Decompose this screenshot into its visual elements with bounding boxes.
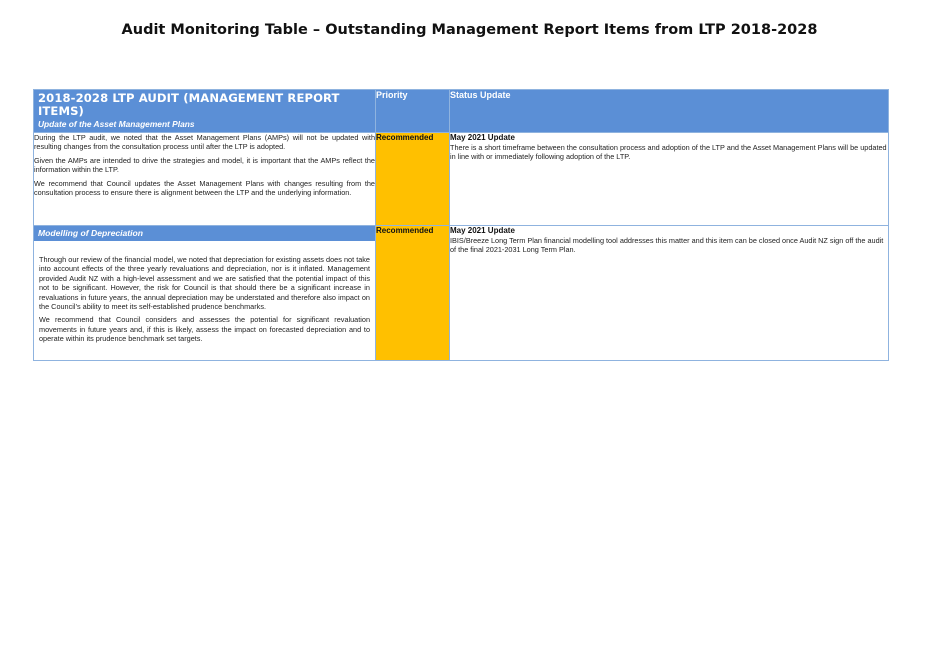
status-update: May 2021 Update IBIS/Breeze Long Term Pl… [449, 225, 889, 361]
status-update-text: IBIS/Breeze Long Term Plan financial mod… [450, 236, 884, 255]
page-title: Audit Monitoring Table – Outstanding Man… [121, 22, 818, 38]
item-description: During the LTP audit, we noted that the … [33, 132, 376, 226]
item-paragraph: Given the AMPs are intended to drive the… [34, 155, 375, 175]
item-paragraph: Through our review of the financial mode… [39, 255, 370, 312]
item-paragraph: During the LTP audit, we noted that the … [34, 133, 375, 152]
table-header-row: 2018-2028 LTP AUDIT (MANAGEMENT REPORT I… [33, 89, 889, 133]
status-update-title: May 2021 Update [450, 133, 515, 142]
status-update: May 2021 Update There is a short timefra… [449, 132, 889, 226]
item-heading-depreciation: Modelling of Depreciation [34, 226, 375, 241]
banner-cell: 2018-2028 LTP AUDIT (MANAGEMENT REPORT I… [33, 89, 376, 133]
column-header-status: Status Update [449, 89, 889, 133]
status-header-label: Status Update [450, 90, 511, 100]
item-paragraph: We recommend that Council considers and … [39, 315, 370, 344]
priority-badge: Recommended [375, 225, 450, 361]
audit-monitoring-table: 2018-2028 LTP AUDIT (MANAGEMENT REPORT I… [33, 89, 889, 361]
priority-header-label: Priority [376, 90, 408, 100]
item-body: Through our review of the financial mode… [34, 241, 375, 350]
column-header-priority: Priority [375, 89, 450, 133]
table-row: During the LTP audit, we noted that the … [33, 132, 889, 226]
item-paragraph: We recommend that Council updates the As… [34, 178, 375, 198]
status-update-text: There is a short timeframe between the c… [450, 143, 887, 162]
priority-badge: Recommended [375, 132, 450, 226]
table-row: Modelling of Depreciation Through our re… [33, 225, 889, 361]
item-heading-asset-management: Update of the Asset Management Plans [38, 119, 195, 129]
status-update-title: May 2021 Update [450, 226, 515, 235]
table-banner: 2018-2028 LTP AUDIT (MANAGEMENT REPORT I… [38, 91, 340, 118]
item-description: Modelling of Depreciation Through our re… [33, 225, 376, 361]
